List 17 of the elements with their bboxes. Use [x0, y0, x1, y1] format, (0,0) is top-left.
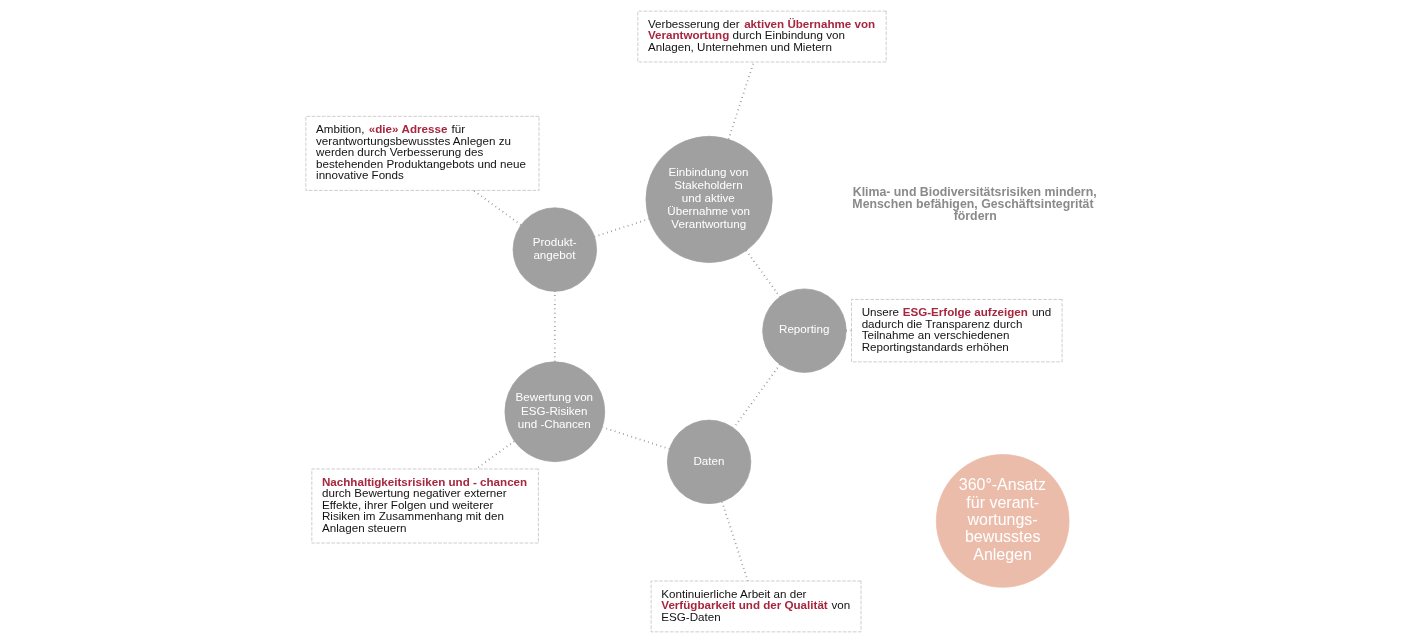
node-circle: Daten: [666, 419, 751, 504]
node-circle: Produkt- angebot: [512, 207, 597, 292]
node-box: Kontinuierliche Arbeit an der Verfügbarkeit und der Qualität von ESG-Daten: [650, 580, 861, 633]
connector: [727, 61, 755, 141]
node-box: Nachhaltigkeitsrisiken und - chancen durch Bewertung negativer externer Effekte, ihrer Folgen und weiterer Risiken im Zusammenhang mit den Anlagen steuern: [310, 468, 539, 544]
connector: [720, 500, 749, 582]
node-circle: Einbindung von Stakeholdern und aktive Übernahme von Verantwortung: [645, 135, 773, 263]
connector: [744, 249, 781, 298]
node-box: Unsere ESG-Erfolge aufzeigen und dadurch die Transparenz durch Teilnahme an verschiedenen Reportingstandards erhöhen: [850, 299, 1062, 363]
label: Klima- und Biodiversitätsrisiken mindern, Menschen befähigen, Geschäftsintegrität fördern: [851, 184, 1097, 224]
node-circle: 360°-Ansatz für verant- wortungs- bewusstes Anlegen: [935, 454, 1069, 588]
node-box: Verbesserung der aktiven Übernahme von Verantwortung durch Einbindung von Anlagen, Unternehmen und Mietern: [636, 10, 887, 63]
node-box: Ambition, «die» Adresse für verantwortungsbewusstes Anlegen zu werden durch Verbesserung des bestehenden Produktangebots und neue innovative Fonds: [305, 115, 539, 191]
node-circle: Bewertung von ESG-Risiken und -Chancen: [504, 361, 605, 463]
connector: [472, 189, 522, 226]
connector: [732, 363, 781, 429]
node-circle: Reporting: [761, 288, 847, 373]
